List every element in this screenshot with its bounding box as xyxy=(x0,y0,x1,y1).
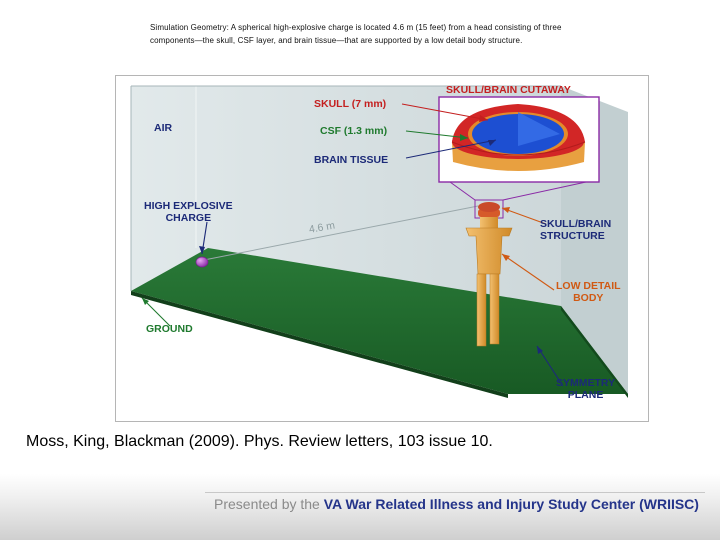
cutaway-connector-right xyxy=(502,181,587,201)
ground-plane xyxy=(131,248,628,398)
label-csf: CSF (1.3 mm) xyxy=(320,125,388,137)
label-skull: SKULL (7 mm) xyxy=(314,98,387,110)
footer-organization: VA War Related Illness and Injury Study … xyxy=(323,496,699,512)
footer-rule xyxy=(205,492,705,493)
simulation-scene xyxy=(130,85,628,398)
cutaway-head xyxy=(451,104,586,171)
footer-credit: Presented by the VA War Related Illness … xyxy=(214,496,699,512)
label-skull-brain-structure: SKULL/BRAIN STRUCTURE xyxy=(540,218,612,242)
footer-band xyxy=(0,474,720,540)
label-cutaway: SKULL/BRAIN CUTAWAY xyxy=(446,84,571,96)
label-air: AIR xyxy=(154,122,173,134)
label-brain-tissue: BRAIN TISSUE xyxy=(314,154,389,166)
leader-arrows xyxy=(141,103,564,387)
label-symmetry-plane: SYMMETRY PLANE xyxy=(556,377,616,401)
label-ground: GROUND xyxy=(146,323,193,335)
low-detail-body xyxy=(465,202,513,347)
footer-prefix: Presented by the xyxy=(214,496,324,512)
distance-line xyxy=(203,205,479,261)
label-low-detail-body: LOW DETAIL BODY xyxy=(556,280,621,304)
citation: Moss, King, Blackman (2009). Phys. Revie… xyxy=(26,433,493,450)
simulation-geometry-figure: AIR SKULL (7 mm) CSF (1.3 mm) BRAIN TISS… xyxy=(115,75,649,422)
explosive-charge xyxy=(195,256,209,268)
label-high-explosive: HIGH EXPLOSIVE CHARGE xyxy=(144,200,233,224)
cutaway-connector-left xyxy=(449,181,476,201)
figure-caption: Simulation Geometry: A spherical high-ex… xyxy=(150,23,562,45)
